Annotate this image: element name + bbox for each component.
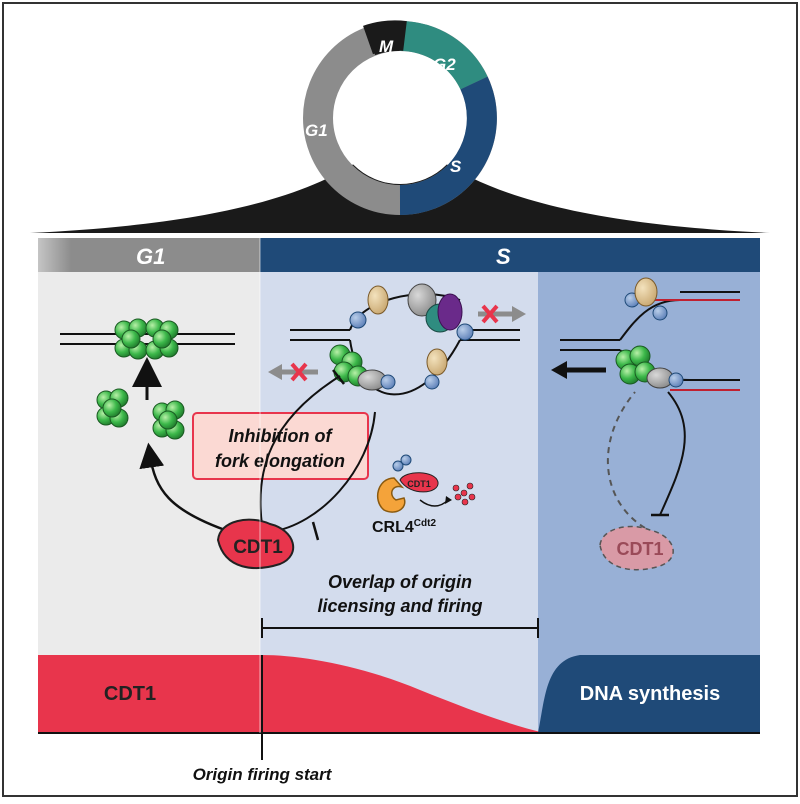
overlap-bracket — [261, 618, 539, 638]
inhibition-box: Inhibition of fork elongation — [192, 412, 369, 480]
cell-cycle-ring: M G2 G1 S — [303, 20, 497, 215]
s-header-bar — [260, 238, 760, 272]
mcm-single-hexamer-right — [152, 400, 185, 440]
cdt1-active-label: CDT1 — [233, 537, 283, 558]
cdt1-level-label: CDT1 — [104, 683, 156, 705]
ring-label-s: S — [450, 157, 462, 176]
crl4-superscript: Cdt2 — [414, 518, 437, 529]
dna-synthesis-label: DNA synthesis — [580, 683, 720, 705]
inhibit-line-right — [269, 411, 376, 533]
g1-licensed-origin — [60, 318, 235, 360]
blocked-fork-arrow-right — [478, 304, 526, 324]
cdt1-active: CDT1 — [216, 518, 295, 570]
inhibit-line-left — [259, 375, 341, 526]
s-header-label: S — [496, 244, 511, 269]
ring-s-segment — [399, 76, 497, 215]
cdt1-level-area — [38, 655, 545, 733]
crl4-base: CRL4 — [372, 519, 414, 536]
late-s-forks — [560, 277, 740, 391]
blocked-fork-arrow-left — [268, 362, 318, 382]
fork-progression-arrow — [551, 361, 606, 379]
mcm-double-hexamer — [114, 318, 179, 360]
cdt1-degraded-label: CDT1 — [616, 539, 663, 559]
cdt1-small-label: CDT1 — [407, 479, 431, 489]
g1-panel — [38, 238, 260, 733]
g1-header-bar — [38, 238, 260, 272]
mcm-single-hexamer-left — [96, 388, 129, 428]
dna-synthesis-area — [538, 655, 760, 733]
inhibition-label-line1: Inhibition of — [229, 426, 334, 446]
ring-label-g2: G2 — [433, 55, 456, 74]
licensing-arrow — [139, 442, 226, 532]
dashed-inhibit-line — [606, 391, 646, 529]
ring-label-m: M — [379, 37, 394, 56]
ring-g2-segment — [399, 21, 488, 90]
inhibition-label-line2: fork elongation — [215, 451, 345, 471]
g1-header-label: G1 — [136, 244, 165, 269]
cdt1-degraded: CDT1 — [599, 525, 674, 571]
late-s-panel — [538, 238, 760, 733]
origin-firing-label: Origin firing start — [193, 765, 333, 784]
overlap-line2: licensing and firing — [317, 596, 482, 616]
degradation-line — [659, 391, 686, 516]
crl4-label: CRL4Cdt2 — [372, 518, 436, 536]
ring-label-g1: G1 — [305, 121, 328, 140]
crl4-complex: CDT1 CRL4Cdt2 — [372, 454, 476, 536]
overlap-line1: Overlap of origin — [328, 572, 472, 592]
